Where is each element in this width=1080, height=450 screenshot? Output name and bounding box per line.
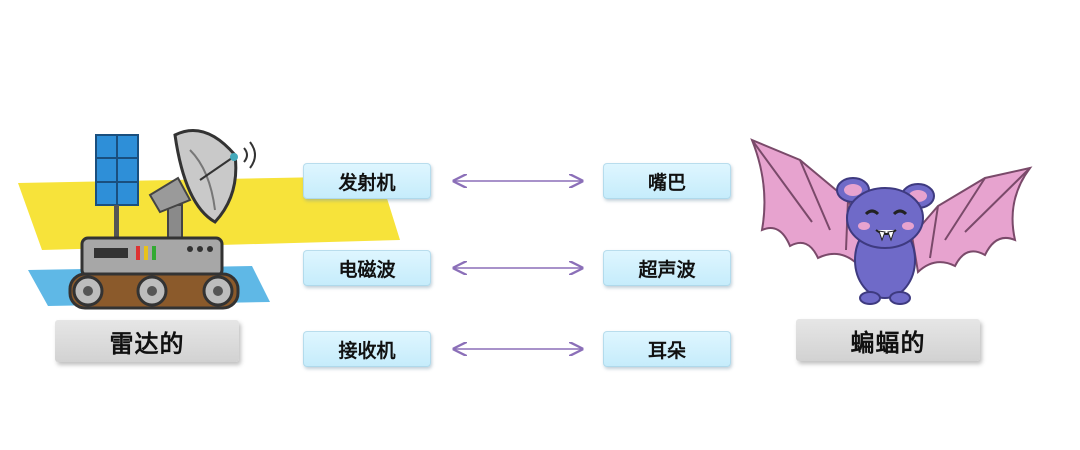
bat-part-wave: 超声波 xyxy=(603,250,731,286)
bat-label: 蝙蝠的 xyxy=(796,319,980,361)
radar-part-wave: 电磁波 xyxy=(303,250,431,286)
radar-part-transmitter: 发射机 xyxy=(303,163,431,199)
bat-part-mouth: 嘴巴 xyxy=(603,163,731,199)
bat-part-ear: 耳朵 xyxy=(603,331,731,367)
radar-label: 雷达的 xyxy=(55,320,239,362)
radar-part-receiver: 接收机 xyxy=(303,331,431,367)
